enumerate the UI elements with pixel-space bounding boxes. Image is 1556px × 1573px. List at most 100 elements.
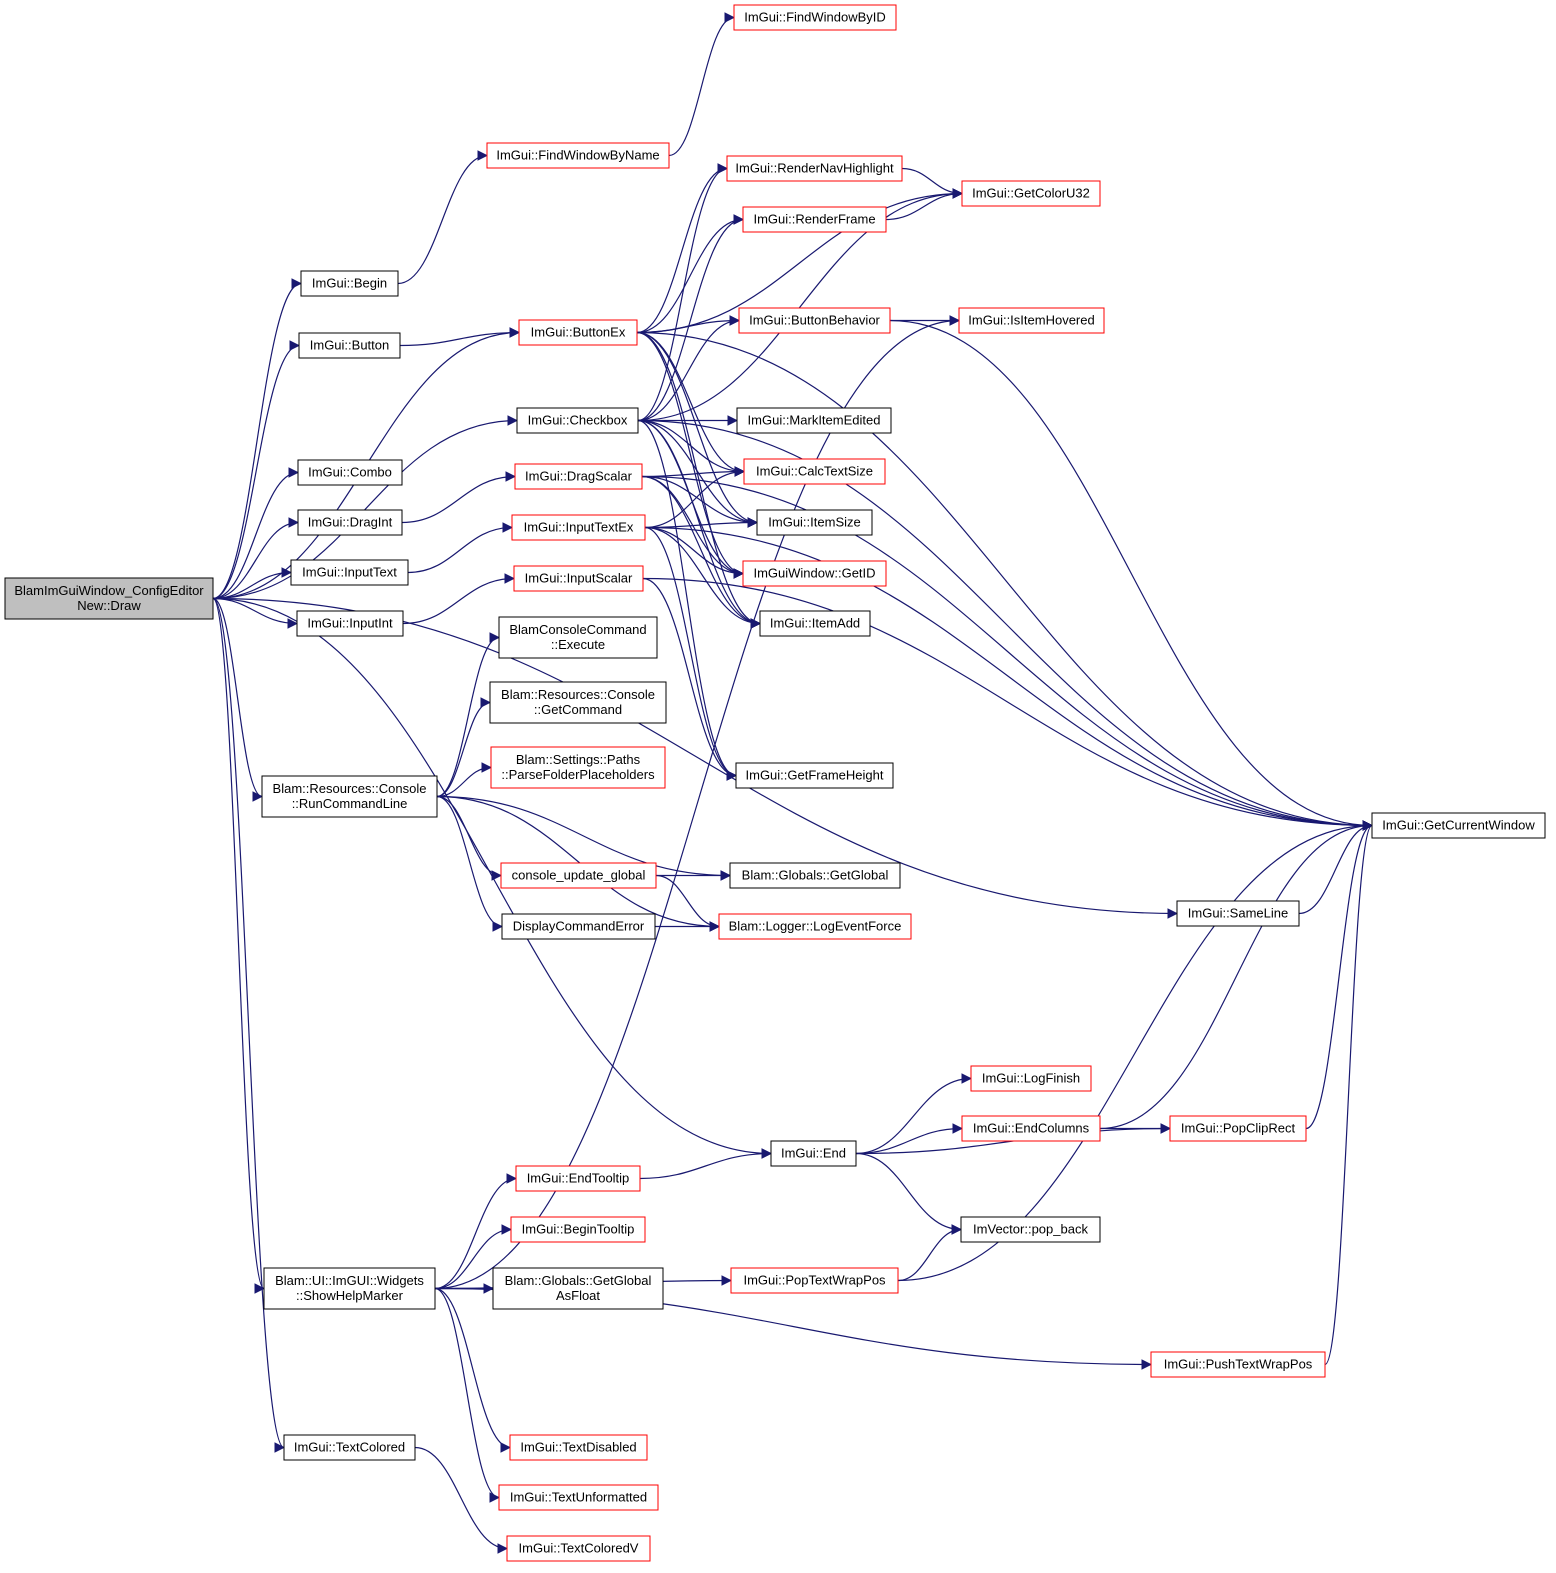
edge-run-command-line-to-execute [436, 632, 501, 798]
edge-arrow [212, 340, 301, 600]
node-combo[interactable]: ImGui::Combo [297, 459, 403, 486]
node-get-current-window[interactable]: ImGui::GetCurrentWindow [1371, 812, 1546, 839]
node-pop-clip-rect[interactable]: ImGui::PopClipRect [1169, 1115, 1307, 1142]
node-end-tooltip[interactable]: ImGui::EndTooltip [515, 1165, 641, 1192]
node-box [298, 332, 401, 359]
node-begin[interactable]: ImGui::Begin [300, 270, 399, 297]
node-label: ImGui::PopTextWrapPos [743, 1273, 886, 1288]
edge-arrow [399, 327, 521, 347]
edge-root-to-begin [212, 278, 303, 600]
node-calc-text-size[interactable]: ImGui::CalcTextSize [743, 458, 886, 485]
node-box [726, 155, 903, 182]
node-text-colored[interactable]: ImGui::TextColored [283, 1434, 416, 1461]
node-same-line[interactable]: ImGui::SameLine [1176, 900, 1300, 927]
node-log-event-force[interactable]: Blam::Logger::LogEventForce [718, 913, 912, 940]
node-label: BlamConsoleCommand [509, 622, 646, 637]
node-end-columns[interactable]: ImGui::EndColumns [961, 1115, 1101, 1142]
node-get-color-u32[interactable]: ImGui::GetColorU32 [961, 180, 1101, 207]
node-log-finish[interactable]: ImGui::LogFinish [970, 1065, 1092, 1092]
edge-arrow [644, 526, 738, 781]
edge-checkbox-to-get-frame-height [637, 419, 738, 781]
node-push-text-wrap-pos[interactable]: ImGui::PushTextWrapPos [1150, 1351, 1326, 1378]
node-render-frame[interactable]: ImGui::RenderFrame [742, 206, 887, 233]
edge-drag-int-to-drag-scalar [401, 471, 517, 524]
node-label: ImGui::InputInt [307, 616, 393, 631]
node-box [518, 319, 638, 346]
node-box [297, 509, 403, 536]
node-text-unformatted[interactable]: ImGui::TextUnformatted [498, 1484, 659, 1511]
edge-arrow [434, 1287, 512, 1453]
edge-arrow [641, 475, 745, 579]
edge-arrow [642, 577, 1374, 831]
node-find-window-by-id[interactable]: ImGui::FindWindowByID [733, 4, 897, 31]
edge-arrow [637, 419, 1374, 831]
node-mark-item-edited[interactable]: ImGui::MarkItemEdited [736, 407, 892, 434]
node-end[interactable]: ImGui::End [770, 1140, 857, 1167]
edge-arrow [212, 278, 303, 600]
node-input-int[interactable]: ImGui::InputInt [296, 610, 404, 637]
node-pop-text-wrap-pos[interactable]: ImGui::PopTextWrapPos [730, 1267, 899, 1294]
edge-arrow [897, 1224, 963, 1282]
edge-push-text-wrap-pos-to-get-current-window [1324, 820, 1374, 1366]
node-get-id[interactable]: ImGuiWindow::GetID [742, 560, 887, 587]
edge-arrow [1099, 820, 1374, 1130]
node-get-frame-height[interactable]: ImGui::GetFrameHeight [735, 762, 894, 789]
node-text-disabled[interactable]: ImGui::TextDisabled [509, 1434, 648, 1461]
node-is-item-hovered[interactable]: ImGui::IsItemHovered [958, 307, 1105, 334]
node-input-text[interactable]: ImGui::InputText [290, 559, 409, 586]
node-text-colored-v[interactable]: ImGui::TextColoredV [506, 1535, 651, 1562]
edge-arrow [212, 597, 299, 629]
node-display-cmd-err[interactable]: DisplayCommandError [501, 913, 656, 940]
node-label: ::ParseFolderPlaceholders [501, 767, 655, 782]
edge-arrow [636, 331, 759, 528]
edge-show-help-marker-to-text-disabled [434, 1287, 512, 1453]
node-label: ImGui::LogFinish [982, 1071, 1080, 1086]
node-button-behavior[interactable]: ImGui::ButtonBehavior [738, 307, 891, 334]
node-box [756, 509, 873, 536]
edge-find-window-by-name-to-find-window-by-id [668, 12, 736, 157]
node-box [1169, 1115, 1307, 1142]
node-get-global[interactable]: Blam::Globals::GetGlobal [729, 862, 901, 889]
node-input-scalar[interactable]: ImGui::InputScalar [513, 565, 644, 592]
edge-button-behavior-to-get-current-window [889, 319, 1374, 831]
node-console-update[interactable]: console_update_global [500, 862, 657, 889]
edge-arrow [655, 874, 721, 932]
node-drag-scalar[interactable]: ImGui::DragScalar [514, 463, 643, 490]
edge-arrow [668, 12, 736, 157]
node-pop-vector[interactable]: ImVector::pop_back [960, 1216, 1101, 1243]
node-show-help-marker[interactable]: Blam::UI::ImGUI::Widgets::ShowHelpMarker [263, 1267, 436, 1310]
node-box [735, 762, 894, 789]
edge-arrow [637, 188, 964, 422]
node-box [498, 616, 658, 659]
node-item-add[interactable]: ImGui::ItemAdd [759, 610, 871, 637]
node-get-command[interactable]: Blam::Resources::Console::GetCommand [489, 681, 667, 724]
edge-input-text-ex-to-calc-text-size [644, 466, 746, 529]
edge-end-columns-to-get-current-window [1099, 820, 1374, 1130]
edge-arrow [889, 319, 1374, 831]
edge-input-text-ex-to-get-current-window [644, 526, 1374, 831]
node-label: ImGui::CalcTextSize [756, 464, 873, 479]
node-run-command-line[interactable]: Blam::Resources::Console::RunCommandLine [261, 775, 438, 818]
node-checkbox[interactable]: ImGui::Checkbox [516, 407, 639, 434]
node-render-nav-highlight[interactable]: ImGui::RenderNavHighlight [726, 155, 903, 182]
edge-arrow [436, 795, 732, 881]
node-button[interactable]: ImGui::Button [298, 332, 401, 359]
node-find-window-by-name[interactable]: ImGui::FindWindowByName [486, 142, 670, 169]
node-begin-tooltip[interactable]: ImGui::BeginTooltip [510, 1216, 646, 1243]
edge-show-help-marker-to-begin-tooltip [434, 1224, 513, 1290]
node-parse-folder[interactable]: Blam::Settings::Paths::ParseFolderPlaceh… [490, 746, 666, 789]
node-drag-int[interactable]: ImGui::DragInt [297, 509, 403, 536]
node-input-text-ex[interactable]: ImGui::InputTextEx [511, 514, 646, 541]
edge-checkbox-to-item-size [637, 419, 759, 528]
node-label: ImGui::End [781, 1146, 846, 1161]
node-button-ex[interactable]: ImGui::ButtonEx [518, 319, 638, 346]
node-label: BlamImGuiWindow_ConfigEditor [14, 583, 204, 598]
node-label: ImGui::ButtonEx [531, 325, 626, 340]
node-label: AsFloat [556, 1288, 600, 1303]
edge-arrow [397, 150, 489, 285]
node-item-size[interactable]: ImGui::ItemSize [756, 509, 873, 536]
node-execute[interactable]: BlamConsoleCommand::Execute [498, 616, 658, 659]
